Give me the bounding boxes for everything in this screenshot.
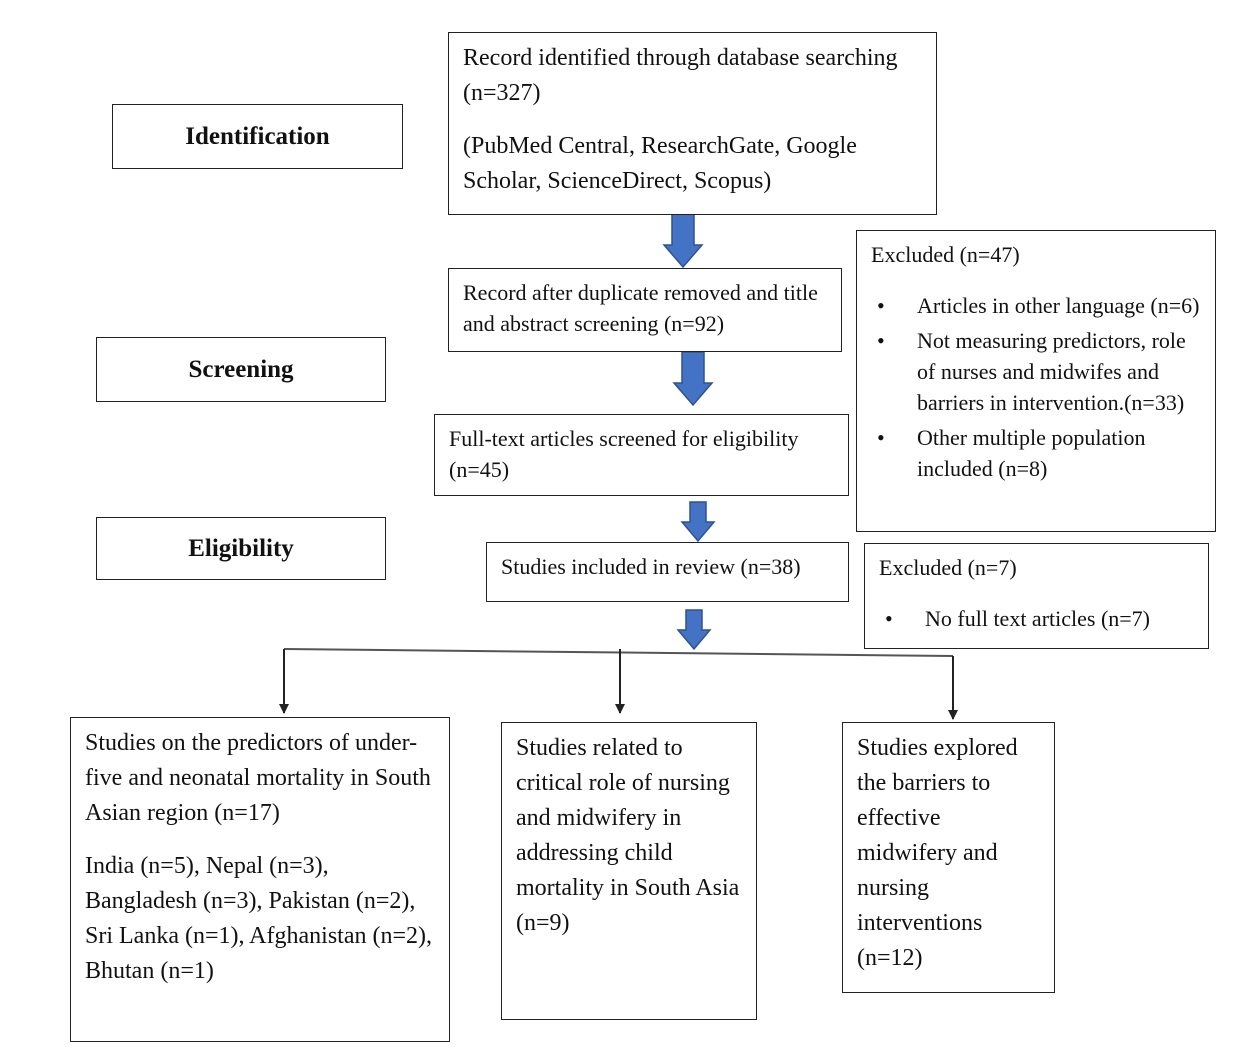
- excluded-eligibility-box: Excluded (n=7) No full text articles (n=…: [864, 543, 1209, 649]
- excluded-reason-item: No full text articles (n=7): [879, 603, 1194, 634]
- stage-identification: Identification: [112, 104, 403, 169]
- nursing-role-studies-box: Studies related to critical role of nurs…: [501, 722, 757, 1020]
- branch-line: [283, 648, 954, 657]
- country-breakdown-text: India (n=5), Nepal (n=3), Bangladesh (n=…: [85, 853, 432, 984]
- barriers-studies-box: Studies explored the barriers to effecti…: [842, 722, 1055, 993]
- full-text-text: Full-text articles screened for eligibil…: [449, 426, 799, 482]
- databases-list-text: (PubMed Central, ResearchGate, Google Sc…: [463, 133, 857, 194]
- predictors-studies-text: Studies on the predictors of under-five …: [85, 730, 431, 826]
- excluded-reason-item: Articles in other language (n=6): [871, 290, 1201, 321]
- excluded-screening-title: Excluded (n=47): [871, 242, 1020, 267]
- stage-eligibility: Eligibility: [96, 517, 386, 580]
- block-arrow-4: [676, 609, 712, 651]
- stage-screening: Screening: [96, 337, 386, 402]
- after-duplicates-text: Record after duplicate removed and title…: [463, 280, 818, 336]
- excluded-screening-list: Articles in other language (n=6) Not mea…: [871, 290, 1201, 484]
- records-identified-box: Record identified through database searc…: [448, 32, 937, 215]
- records-identified-text: Record identified through database searc…: [463, 45, 898, 106]
- block-arrow-3: [680, 501, 716, 543]
- barriers-studies-text: Studies explored the barriers to effecti…: [857, 735, 1018, 971]
- full-text-box: Full-text articles screened for eligibil…: [434, 414, 849, 496]
- included-text: Studies included in review (n=38): [501, 554, 801, 579]
- excluded-eligibility-title: Excluded (n=7): [879, 555, 1017, 580]
- excluded-screening-box: Excluded (n=47) Articles in other langua…: [856, 230, 1216, 532]
- nursing-role-studies-text: Studies related to critical role of nurs…: [516, 735, 740, 936]
- after-duplicates-box: Record after duplicate removed and title…: [448, 268, 842, 352]
- excluded-reason-item: Other multiple population included (n=8): [871, 422, 1201, 484]
- block-arrow-1: [662, 213, 704, 269]
- excluded-eligibility-list: No full text articles (n=7): [879, 603, 1194, 634]
- excluded-reason-item: Not measuring predictors, role of nurses…: [871, 325, 1201, 418]
- included-box: Studies included in review (n=38): [486, 542, 849, 602]
- block-arrow-2: [672, 351, 714, 407]
- predictors-studies-box: Studies on the predictors of under-five …: [70, 717, 450, 1042]
